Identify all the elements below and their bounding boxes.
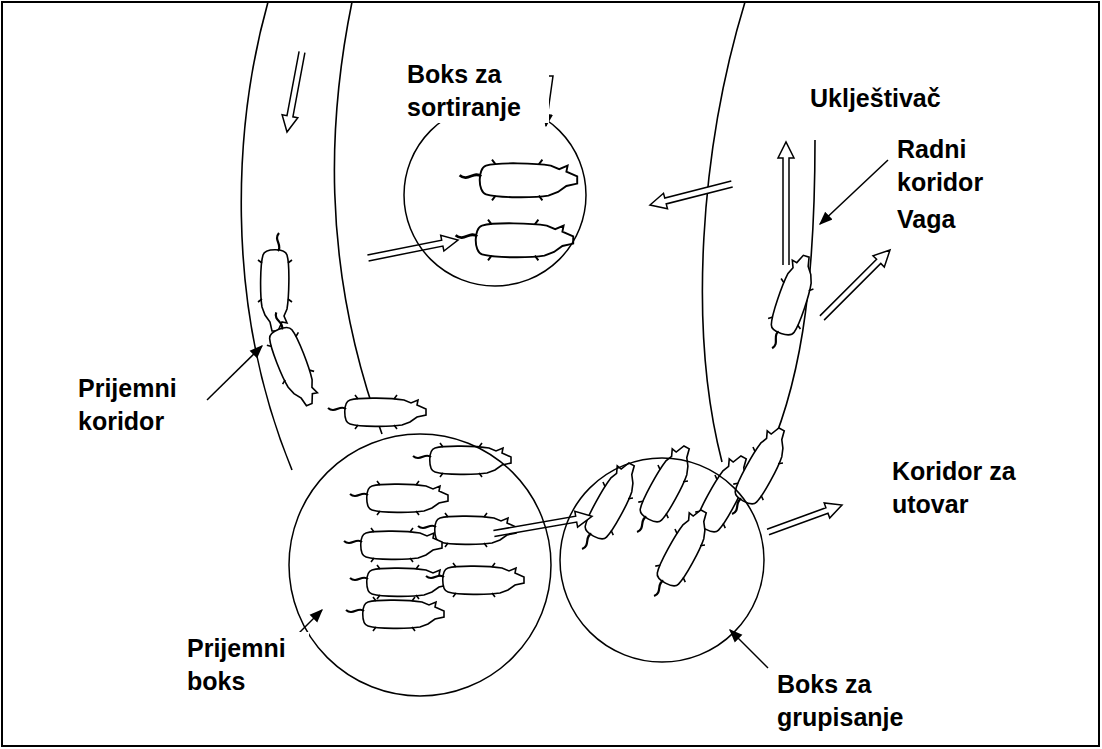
pen-circle: Prijemni boks (288, 433, 552, 697)
flow-arrows (282, 51, 890, 534)
area-label: Vaga (895, 203, 957, 236)
animals (257, 160, 823, 631)
animal (721, 421, 797, 523)
animal (571, 456, 647, 558)
animal (257, 307, 325, 411)
area-label: Koridor za utovar (890, 455, 1039, 520)
area-label: Prijemni koridor (76, 372, 205, 437)
animal (643, 503, 719, 605)
flow-arrow (493, 511, 592, 536)
animal (456, 220, 574, 261)
animal (346, 597, 444, 631)
circle-outline (403, 103, 587, 287)
animal (460, 160, 578, 201)
pen-circle: Boks za grupisanje (559, 457, 765, 663)
flow-arrow (778, 142, 794, 265)
corridor-walls (241, 2, 815, 470)
animal (328, 395, 426, 429)
flow-arrow (282, 51, 305, 132)
animal (413, 443, 511, 477)
circle-outline (559, 457, 765, 663)
animal (760, 251, 823, 355)
animal (350, 481, 448, 515)
area-label: Radni koridor (895, 133, 1024, 198)
pen-label: Boks za grupisanje (775, 668, 939, 733)
pen-circle: Boks za sortiranje (403, 103, 587, 287)
circle-outline (288, 433, 552, 697)
leader-lines (207, 76, 888, 668)
area-label: Uklještivač (808, 82, 943, 115)
flow-arrow (650, 181, 733, 209)
flow-arrow (367, 235, 458, 261)
flow-arrow (820, 250, 890, 320)
pen-label: Boks za sortiranje (405, 58, 549, 123)
animal (350, 565, 448, 599)
animal (344, 528, 442, 562)
flow-arrow (767, 503, 842, 535)
animal (426, 563, 524, 597)
pen-label: Prijemni boks (185, 632, 309, 697)
